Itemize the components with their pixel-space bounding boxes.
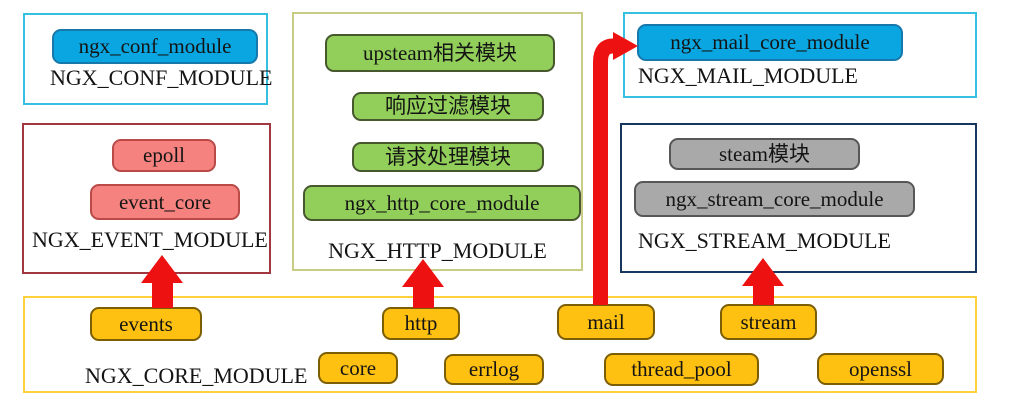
epoll-pill: epoll <box>112 139 216 172</box>
ngx-mail-core-module-pill: ngx_mail_core_module <box>637 24 903 61</box>
upstream-related-pill: upsteam相关模块 <box>325 34 555 72</box>
http-pill: http <box>382 307 460 340</box>
mail-pill: mail <box>557 304 655 340</box>
response-filter-pill: 响应过滤模块 <box>352 92 544 121</box>
conf-module-box: ngx_conf_module NGX_CONF_MODULE <box>23 13 272 105</box>
conf-module-label: NGX_CONF_MODULE <box>50 65 273 90</box>
stream-pill: stream <box>720 304 817 340</box>
mail-module-box: ngx_mail_core_module NGX_MAIL_MODULE <box>623 12 977 98</box>
thread-pool-pill: thread_pool <box>604 353 759 386</box>
events-pill: events <box>90 307 202 341</box>
ngx-conf-module-pill: ngx_conf_module <box>52 29 258 64</box>
http-module-label: NGX_HTTP_MODULE <box>328 238 547 263</box>
stream-module-pill: steam模块 <box>669 138 860 170</box>
stream-module-box: steam模块 ngx_stream_core_module NGX_STREA… <box>620 123 977 273</box>
stream-module-label: NGX_STREAM_MODULE <box>638 228 891 253</box>
core-module-label: NGX_CORE_MODULE <box>85 363 308 388</box>
core-module-box: events http mail stream core errlog thre… <box>23 296 977 393</box>
core-pill: core <box>318 352 398 384</box>
errlog-pill: errlog <box>444 354 544 385</box>
ngx-stream-core-module-pill: ngx_stream_core_module <box>634 181 915 217</box>
openssl-pill: openssl <box>817 353 944 385</box>
event-module-box: epoll event_core NGX_EVENT_MODULE <box>22 123 271 274</box>
event-module-label: NGX_EVENT_MODULE <box>32 227 268 252</box>
mail-module-label: NGX_MAIL_MODULE <box>638 63 858 88</box>
http-module-box: upsteam相关模块 响应过滤模块 请求处理模块 ngx_http_core_… <box>292 12 583 271</box>
request-handler-pill: 请求处理模块 <box>352 142 544 172</box>
event-core-pill: event_core <box>90 184 240 220</box>
ngx-http-core-module-pill: ngx_http_core_module <box>303 185 581 221</box>
